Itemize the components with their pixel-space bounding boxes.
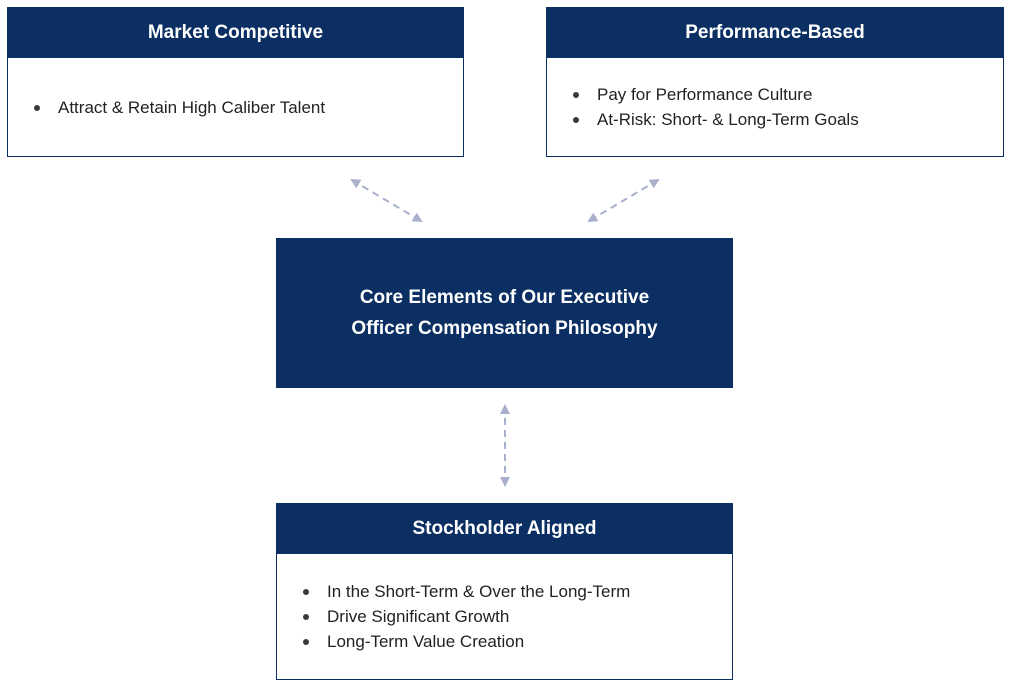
stockholder-aligned-list: In the Short-Term & Over the Long-Term D… <box>277 579 630 654</box>
list-item: Long-Term Value Creation <box>301 629 630 654</box>
market-competitive-box: Market Competitive Attract & Retain High… <box>7 7 464 157</box>
list-item: Drive Significant Growth <box>301 604 630 629</box>
stockholder-aligned-title: Stockholder Aligned <box>277 504 732 554</box>
list-item: Attract & Retain High Caliber Talent <box>32 95 325 120</box>
list-item: Pay for Performance Culture <box>571 82 859 107</box>
performance-based-body: Pay for Performance Culture At-Risk: Sho… <box>547 58 1003 156</box>
list-item: At-Risk: Short- & Long-Term Goals <box>571 107 859 132</box>
performance-based-title: Performance-Based <box>547 8 1003 58</box>
arrow-performance-to-core <box>587 178 660 223</box>
market-competitive-body: Attract & Retain High Caliber Talent <box>8 58 463 156</box>
core-elements-line-1: Core Elements of Our Executive <box>359 287 650 308</box>
list-item: In the Short-Term & Over the Long-Term <box>301 579 630 604</box>
core-elements-box: Core Elements of Our Executive Officer C… <box>276 238 733 388</box>
performance-based-box: Performance-Based Pay for Performance Cu… <box>546 7 1004 157</box>
performance-based-list: Pay for Performance Culture At-Risk: Sho… <box>547 82 859 132</box>
stockholder-aligned-body: In the Short-Term & Over the Long-Term D… <box>277 554 732 679</box>
market-competitive-list: Attract & Retain High Caliber Talent <box>8 95 325 120</box>
market-competitive-title: Market Competitive <box>8 8 463 58</box>
core-elements-line-2: Officer Compensation Philosophy <box>351 318 658 339</box>
arrow-market-to-core <box>350 178 423 223</box>
stockholder-aligned-box: Stockholder Aligned In the Short-Term & … <box>276 503 733 680</box>
